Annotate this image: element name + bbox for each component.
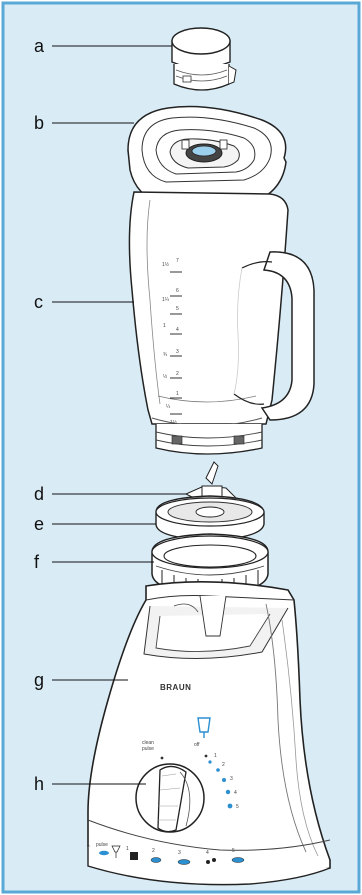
program-label: 3 [178, 850, 181, 856]
program-label: 2 [152, 848, 155, 854]
speed-dial-knob-part-h[interactable] [136, 764, 204, 832]
lid-cap-part-a [172, 28, 236, 90]
pulse-label: pulse [142, 746, 154, 752]
program-label: 1 [126, 846, 129, 852]
scale-label: 6 [176, 288, 179, 294]
callout-label-b: b [34, 113, 44, 133]
callout-label-c: c [34, 292, 43, 312]
scale-label: 4 [176, 327, 179, 333]
callout-label-h: h [34, 774, 44, 794]
jug-lid-part-b [128, 107, 286, 207]
program-label: pulse [96, 842, 108, 848]
speed-label: 5 [236, 804, 239, 810]
scale-label: 2 [176, 371, 179, 377]
brand-logo: BRAUN [160, 683, 191, 692]
speed-label: 1 [214, 753, 217, 759]
scale-label: 7 [176, 258, 179, 264]
scale-label: 1¼ [162, 297, 170, 303]
callout-label-g: g [34, 670, 44, 690]
speed-label: 4 [234, 790, 237, 796]
scale-label: 3 [176, 349, 179, 355]
callout-label-d: d [34, 484, 44, 504]
scale-label: 1 [176, 391, 179, 397]
program-label: 5 [232, 848, 235, 854]
off-label: off [194, 742, 200, 748]
speed-label: 2 [222, 762, 225, 768]
callout-label-e: e [34, 514, 44, 534]
scale-label: 1½ [162, 261, 170, 268]
scale-label: 1 [163, 323, 166, 329]
callout-label-a: a [34, 36, 45, 56]
program-label: 4 [206, 850, 209, 856]
scale-label: 5 [176, 306, 179, 312]
speed-label: 3 [230, 776, 233, 782]
